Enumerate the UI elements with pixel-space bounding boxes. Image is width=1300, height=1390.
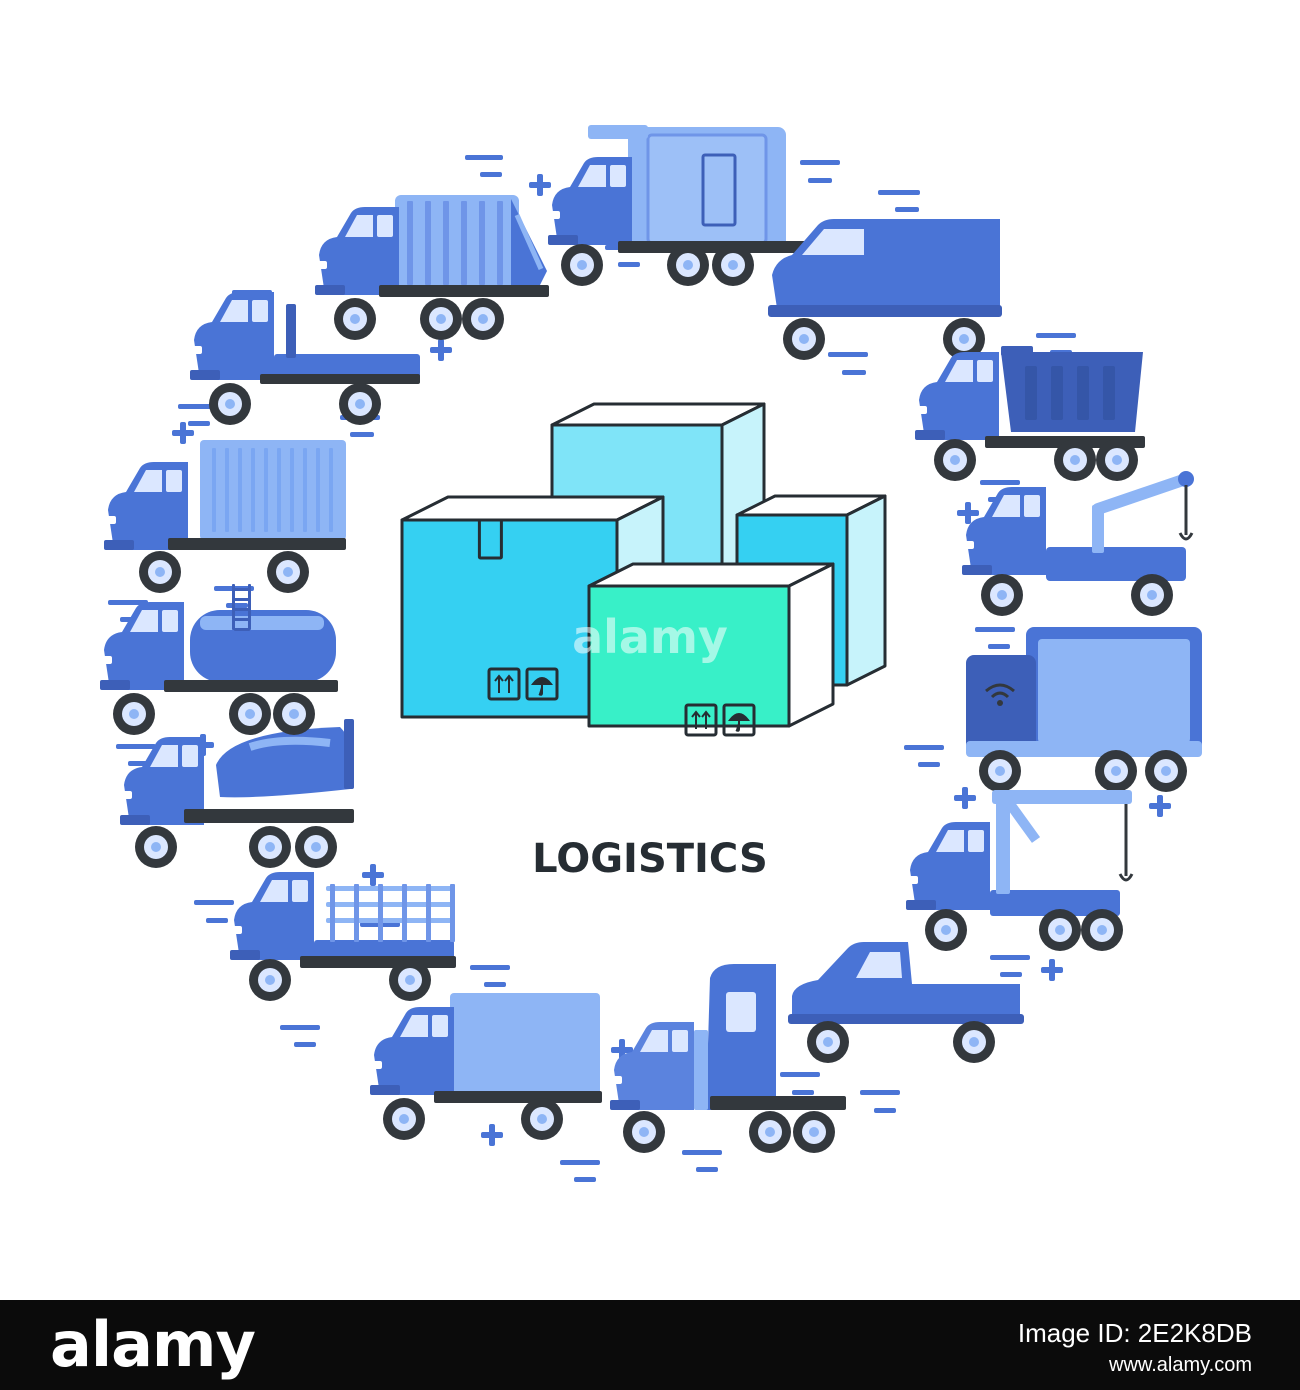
speed-line bbox=[226, 603, 248, 608]
speed-line bbox=[842, 370, 866, 375]
speed-line bbox=[470, 965, 510, 970]
speed-line bbox=[350, 432, 374, 437]
logistics-illustration: alamy LOGISTICS bbox=[100, 125, 1202, 1182]
speed-line bbox=[178, 404, 218, 409]
speed-line bbox=[1000, 972, 1022, 977]
speed-line bbox=[618, 262, 640, 267]
speed-line bbox=[874, 1108, 896, 1113]
speed-line bbox=[574, 1177, 596, 1182]
plus-icon bbox=[172, 422, 194, 444]
speed-line bbox=[792, 1090, 814, 1095]
tow-truck-icon bbox=[962, 471, 1194, 616]
box-truck-icon bbox=[370, 993, 602, 1140]
speed-line bbox=[188, 421, 210, 426]
plus-icon bbox=[954, 787, 976, 809]
speed-line bbox=[480, 172, 502, 177]
speed-line bbox=[206, 918, 228, 923]
speed-line bbox=[904, 745, 944, 750]
crane-truck-icon bbox=[906, 790, 1134, 951]
package-symbols-icon bbox=[684, 703, 756, 737]
cement-mixer-truck-icon bbox=[120, 719, 354, 868]
tanker-truck-icon bbox=[100, 584, 338, 735]
speed-line bbox=[808, 178, 832, 183]
semi-truck-icon bbox=[610, 964, 846, 1153]
speed-line bbox=[828, 352, 868, 357]
speed-line bbox=[988, 644, 1010, 649]
plus-icon bbox=[529, 174, 551, 196]
plus-icon bbox=[362, 864, 384, 886]
speed-line bbox=[194, 900, 234, 905]
container-truck-icon bbox=[104, 440, 346, 593]
speed-line bbox=[108, 600, 148, 605]
plus-icon bbox=[957, 502, 979, 524]
speed-line bbox=[484, 982, 506, 987]
speed-line bbox=[878, 190, 920, 195]
alamy-logo: alamy bbox=[50, 1308, 256, 1381]
pickup-truck-icon bbox=[788, 942, 1024, 1063]
watermark: alamy bbox=[572, 610, 728, 664]
speed-line bbox=[780, 1072, 820, 1077]
logistics-title: LOGISTICS bbox=[532, 836, 768, 882]
speed-line bbox=[980, 480, 1020, 485]
speed-line bbox=[280, 1025, 320, 1030]
speed-line bbox=[696, 1167, 718, 1172]
dump-truck-icon bbox=[915, 346, 1145, 481]
package-symbols-icon bbox=[487, 667, 559, 701]
speed-line bbox=[895, 207, 919, 212]
image-id-label: Image ID: 2E2K8DB bbox=[1017, 1318, 1252, 1348]
speed-line bbox=[800, 160, 840, 165]
plus-icon bbox=[430, 339, 452, 361]
plus-icon bbox=[1041, 959, 1063, 981]
front-right-box bbox=[587, 562, 835, 728]
speed-line bbox=[116, 744, 156, 749]
speed-line bbox=[682, 1150, 722, 1155]
plus-icon bbox=[481, 1124, 503, 1146]
garbage-truck-icon bbox=[315, 195, 549, 340]
speed-line bbox=[1036, 333, 1076, 338]
plus-icon bbox=[1149, 795, 1171, 817]
stake-truck-icon bbox=[230, 872, 456, 1001]
website-url: www.alamy.com bbox=[1109, 1354, 1252, 1376]
delivery-van-icon bbox=[768, 219, 1002, 360]
flatbed-truck-icon bbox=[190, 292, 420, 425]
speed-line bbox=[560, 1160, 600, 1165]
speed-line bbox=[975, 627, 1015, 632]
stock-footer: alamy Image ID: 2E2K8DB www.alamy.com bbox=[0, 1300, 1300, 1390]
speed-line bbox=[918, 762, 940, 767]
refrigerator-truck-icon bbox=[548, 125, 808, 286]
speed-line bbox=[990, 955, 1030, 960]
speed-line bbox=[860, 1090, 900, 1095]
speed-line bbox=[465, 155, 503, 160]
box-truck-wifi-icon bbox=[966, 627, 1202, 792]
speed-line bbox=[294, 1042, 316, 1047]
